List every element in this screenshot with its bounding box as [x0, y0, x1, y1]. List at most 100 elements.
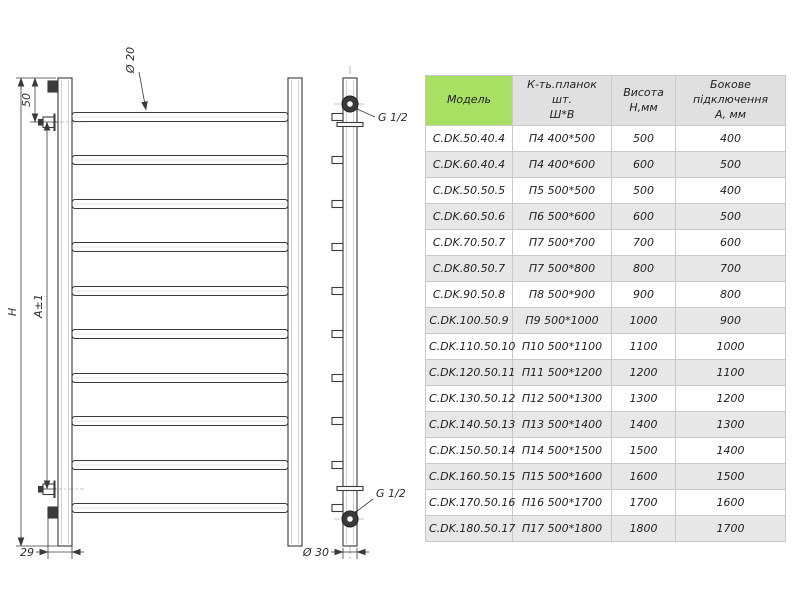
cell-slats: П15 500*1600 — [512, 463, 612, 490]
cell-model: С.DK.90.50.8 — [425, 281, 513, 308]
spec-table: Модель К-ть.планок шт. Ш*В Висота Н,мм Б… — [425, 75, 786, 542]
cell-height: 1700 — [611, 489, 676, 516]
cell-height: 1300 — [611, 385, 676, 412]
cell-height: 500 — [611, 125, 676, 152]
cell-model: С.DK.50.50.5 — [425, 177, 513, 204]
cell-height: 1400 — [611, 411, 676, 438]
cell-side-connection: 600 — [675, 229, 786, 256]
cell-side-connection: 500 — [675, 151, 786, 178]
cell-height: 1000 — [611, 307, 676, 334]
rung-stub — [331, 329, 344, 339]
cell-height: 700 — [611, 229, 676, 256]
cell-side-connection: 1200 — [675, 385, 786, 412]
cell-side-connection: 400 — [675, 177, 786, 204]
cell-slats: П4 400*600 — [512, 151, 612, 178]
rung-stub — [331, 460, 344, 470]
cell-side-connection: 800 — [675, 281, 786, 308]
dimensions — [16, 71, 376, 559]
rung-stub — [331, 242, 344, 252]
left-post — [57, 77, 73, 547]
cell-slats: П12 500*1300 — [512, 385, 612, 412]
header-side-connection: Бокове підключення А, мм — [675, 75, 786, 126]
rung-stub — [331, 155, 344, 165]
cell-model: С.DK.140.50.13 — [425, 411, 515, 438]
cell-height: 900 — [611, 281, 676, 308]
cell-side-connection: 900 — [675, 307, 786, 334]
post-diameter-label: Ø 30 — [302, 546, 329, 559]
cell-model: С.DK.80.50.7 — [425, 255, 513, 282]
header-slats: К-ть.планок шт. Ш*В — [512, 75, 612, 126]
spec-table-header-row: Модель К-ть.планок шт. Ш*В Висота Н,мм Б… — [425, 75, 786, 126]
cell-model: С.DK.70.50.7 — [425, 229, 513, 256]
side-view — [331, 66, 366, 562]
cell-side-connection: 1000 — [675, 333, 786, 360]
cell-model: С.DK.180.50.17 — [425, 515, 515, 542]
cell-slats: П10 500*1100 — [512, 333, 612, 360]
thread-bottom-label: G 1/2 — [376, 487, 406, 500]
header-height: Висота Н,мм — [611, 75, 676, 126]
top-offset-label: 50 — [20, 93, 33, 107]
rung-stub — [331, 199, 344, 209]
cell-height: 600 — [611, 151, 676, 178]
cell-model: С.DK.110.50.10 — [425, 333, 515, 360]
rung-stub — [331, 286, 344, 296]
rung-stub — [331, 416, 344, 426]
cell-model: С.DK.60.40.4 — [425, 151, 513, 178]
cell-model: С.DK.150.50.14 — [425, 437, 515, 464]
cell-side-connection: 1700 — [675, 515, 786, 542]
cell-slats: П9 500*1000 — [512, 307, 612, 334]
cell-slats: П5 500*500 — [512, 177, 612, 204]
cell-side-connection: 1300 — [675, 411, 786, 438]
overall-height-label: H — [6, 308, 19, 316]
cell-height: 1600 — [611, 463, 676, 490]
cell-model: С.DK.170.50.16 — [425, 489, 515, 516]
front-view — [37, 77, 303, 547]
cell-height: 500 — [611, 177, 676, 204]
cell-height: 1800 — [611, 515, 676, 542]
cell-height: 1100 — [611, 333, 676, 360]
cell-model: С.DK.60.50.6 — [425, 203, 513, 230]
cell-height: 1500 — [611, 437, 676, 464]
cell-slats: П11 500*1200 — [512, 359, 612, 386]
cell-side-connection: 1600 — [675, 489, 786, 516]
right-post — [287, 77, 303, 547]
side-post — [342, 77, 358, 547]
thread-top-label: G 1/2 — [378, 111, 408, 124]
cell-slats: П14 500*1500 — [512, 437, 612, 464]
cell-slats: П6 500*600 — [512, 203, 612, 230]
cell-side-connection: 700 — [675, 255, 786, 282]
cell-height: 800 — [611, 255, 676, 282]
cell-slats: П8 500*900 — [512, 281, 612, 308]
cell-side-connection: 400 — [675, 125, 786, 152]
cell-side-connection: 500 — [675, 203, 786, 230]
cell-model: С.DK.130.50.12 — [425, 385, 515, 412]
rung-stub — [331, 503, 344, 513]
cell-side-connection: 1100 — [675, 359, 786, 386]
tube-diameter-label: Ø 20 — [124, 47, 137, 74]
cell-slats: П7 500*700 — [512, 229, 612, 256]
flange-bottom — [336, 485, 364, 492]
cell-slats: П7 500*800 — [512, 255, 612, 282]
cell-slats: П17 500*1800 — [512, 515, 612, 542]
cell-slats: П16 500*1700 — [512, 489, 612, 516]
cell-model: С.DK.100.50.9 — [425, 307, 513, 334]
flange-top — [336, 121, 364, 128]
wall-bracket-bottom — [47, 506, 58, 519]
rung-stub — [331, 112, 344, 122]
